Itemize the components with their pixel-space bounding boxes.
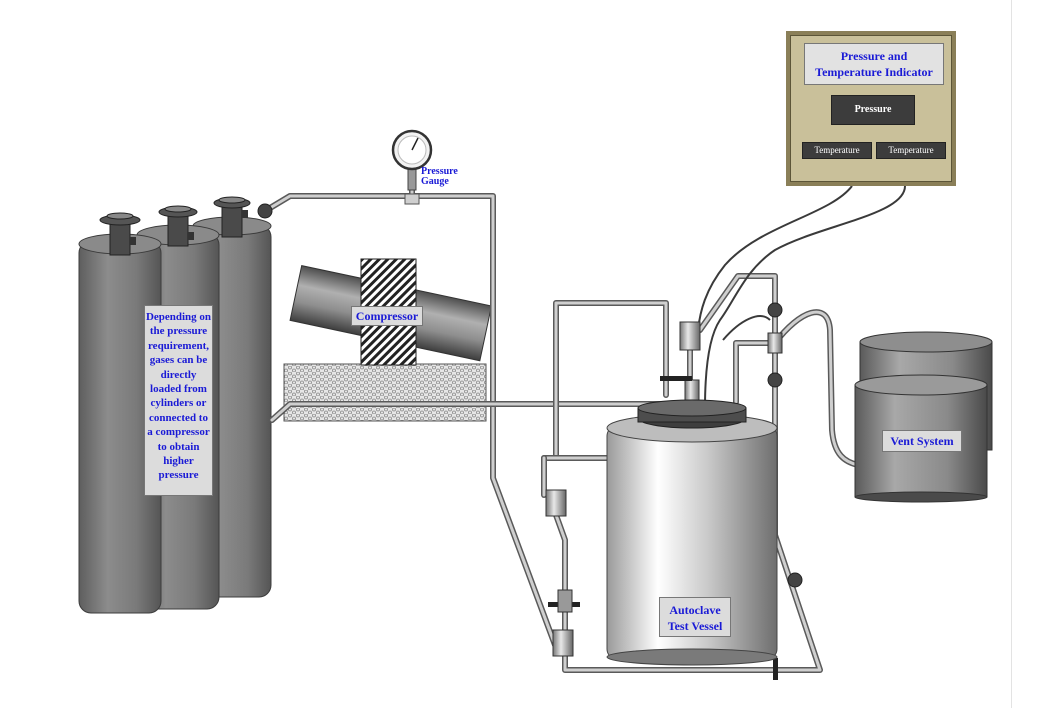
autoclave-label: Autoclave Test Vessel <box>659 597 731 637</box>
temperature-readout-2: Temperature <box>876 142 946 159</box>
pressure-gauge <box>391 129 433 205</box>
indicator-title-line2: Temperature Indicator <box>815 65 933 79</box>
pressure-gauge-label: Pressure Gauge <box>421 167 458 187</box>
temperature-readout-1: Temperature <box>802 142 872 159</box>
valve-lower-right <box>787 572 803 588</box>
valve-top-right <box>767 302 783 318</box>
cylinder-valve <box>257 203 273 219</box>
pressure-temperature-indicator-panel: Pressure and Temperature Indicator Press… <box>786 31 956 186</box>
indicator-title: Pressure and Temperature Indicator <box>804 43 944 85</box>
pressure-gauge-label-line1: Pressure <box>421 166 458 177</box>
autoclave-vessel <box>606 399 778 666</box>
pipework <box>262 175 861 673</box>
cylinders-note-label: Depending on the pressure requirement, g… <box>144 305 213 496</box>
compressor <box>283 258 493 422</box>
compressor-label: Compressor <box>351 306 423 326</box>
vent-system-label: Vent System <box>882 430 962 452</box>
pressure-readout: Pressure <box>831 95 915 125</box>
valve-mid-right <box>767 372 783 388</box>
gas-cylinder-1 <box>78 212 162 614</box>
compressor-base <box>283 363 487 422</box>
page-edge-divider <box>1011 0 1012 708</box>
vent-system <box>854 331 993 503</box>
autoclave-label-line1: Autoclave <box>669 603 721 617</box>
autoclave-label-line2: Test Vessel <box>667 619 723 633</box>
inline-fittings <box>545 321 783 680</box>
indicator-title-line1: Pressure and <box>840 49 908 63</box>
pressure-gauge-label-line2: Gauge <box>421 176 449 187</box>
indicator-cables <box>697 185 906 409</box>
valves <box>257 203 803 588</box>
